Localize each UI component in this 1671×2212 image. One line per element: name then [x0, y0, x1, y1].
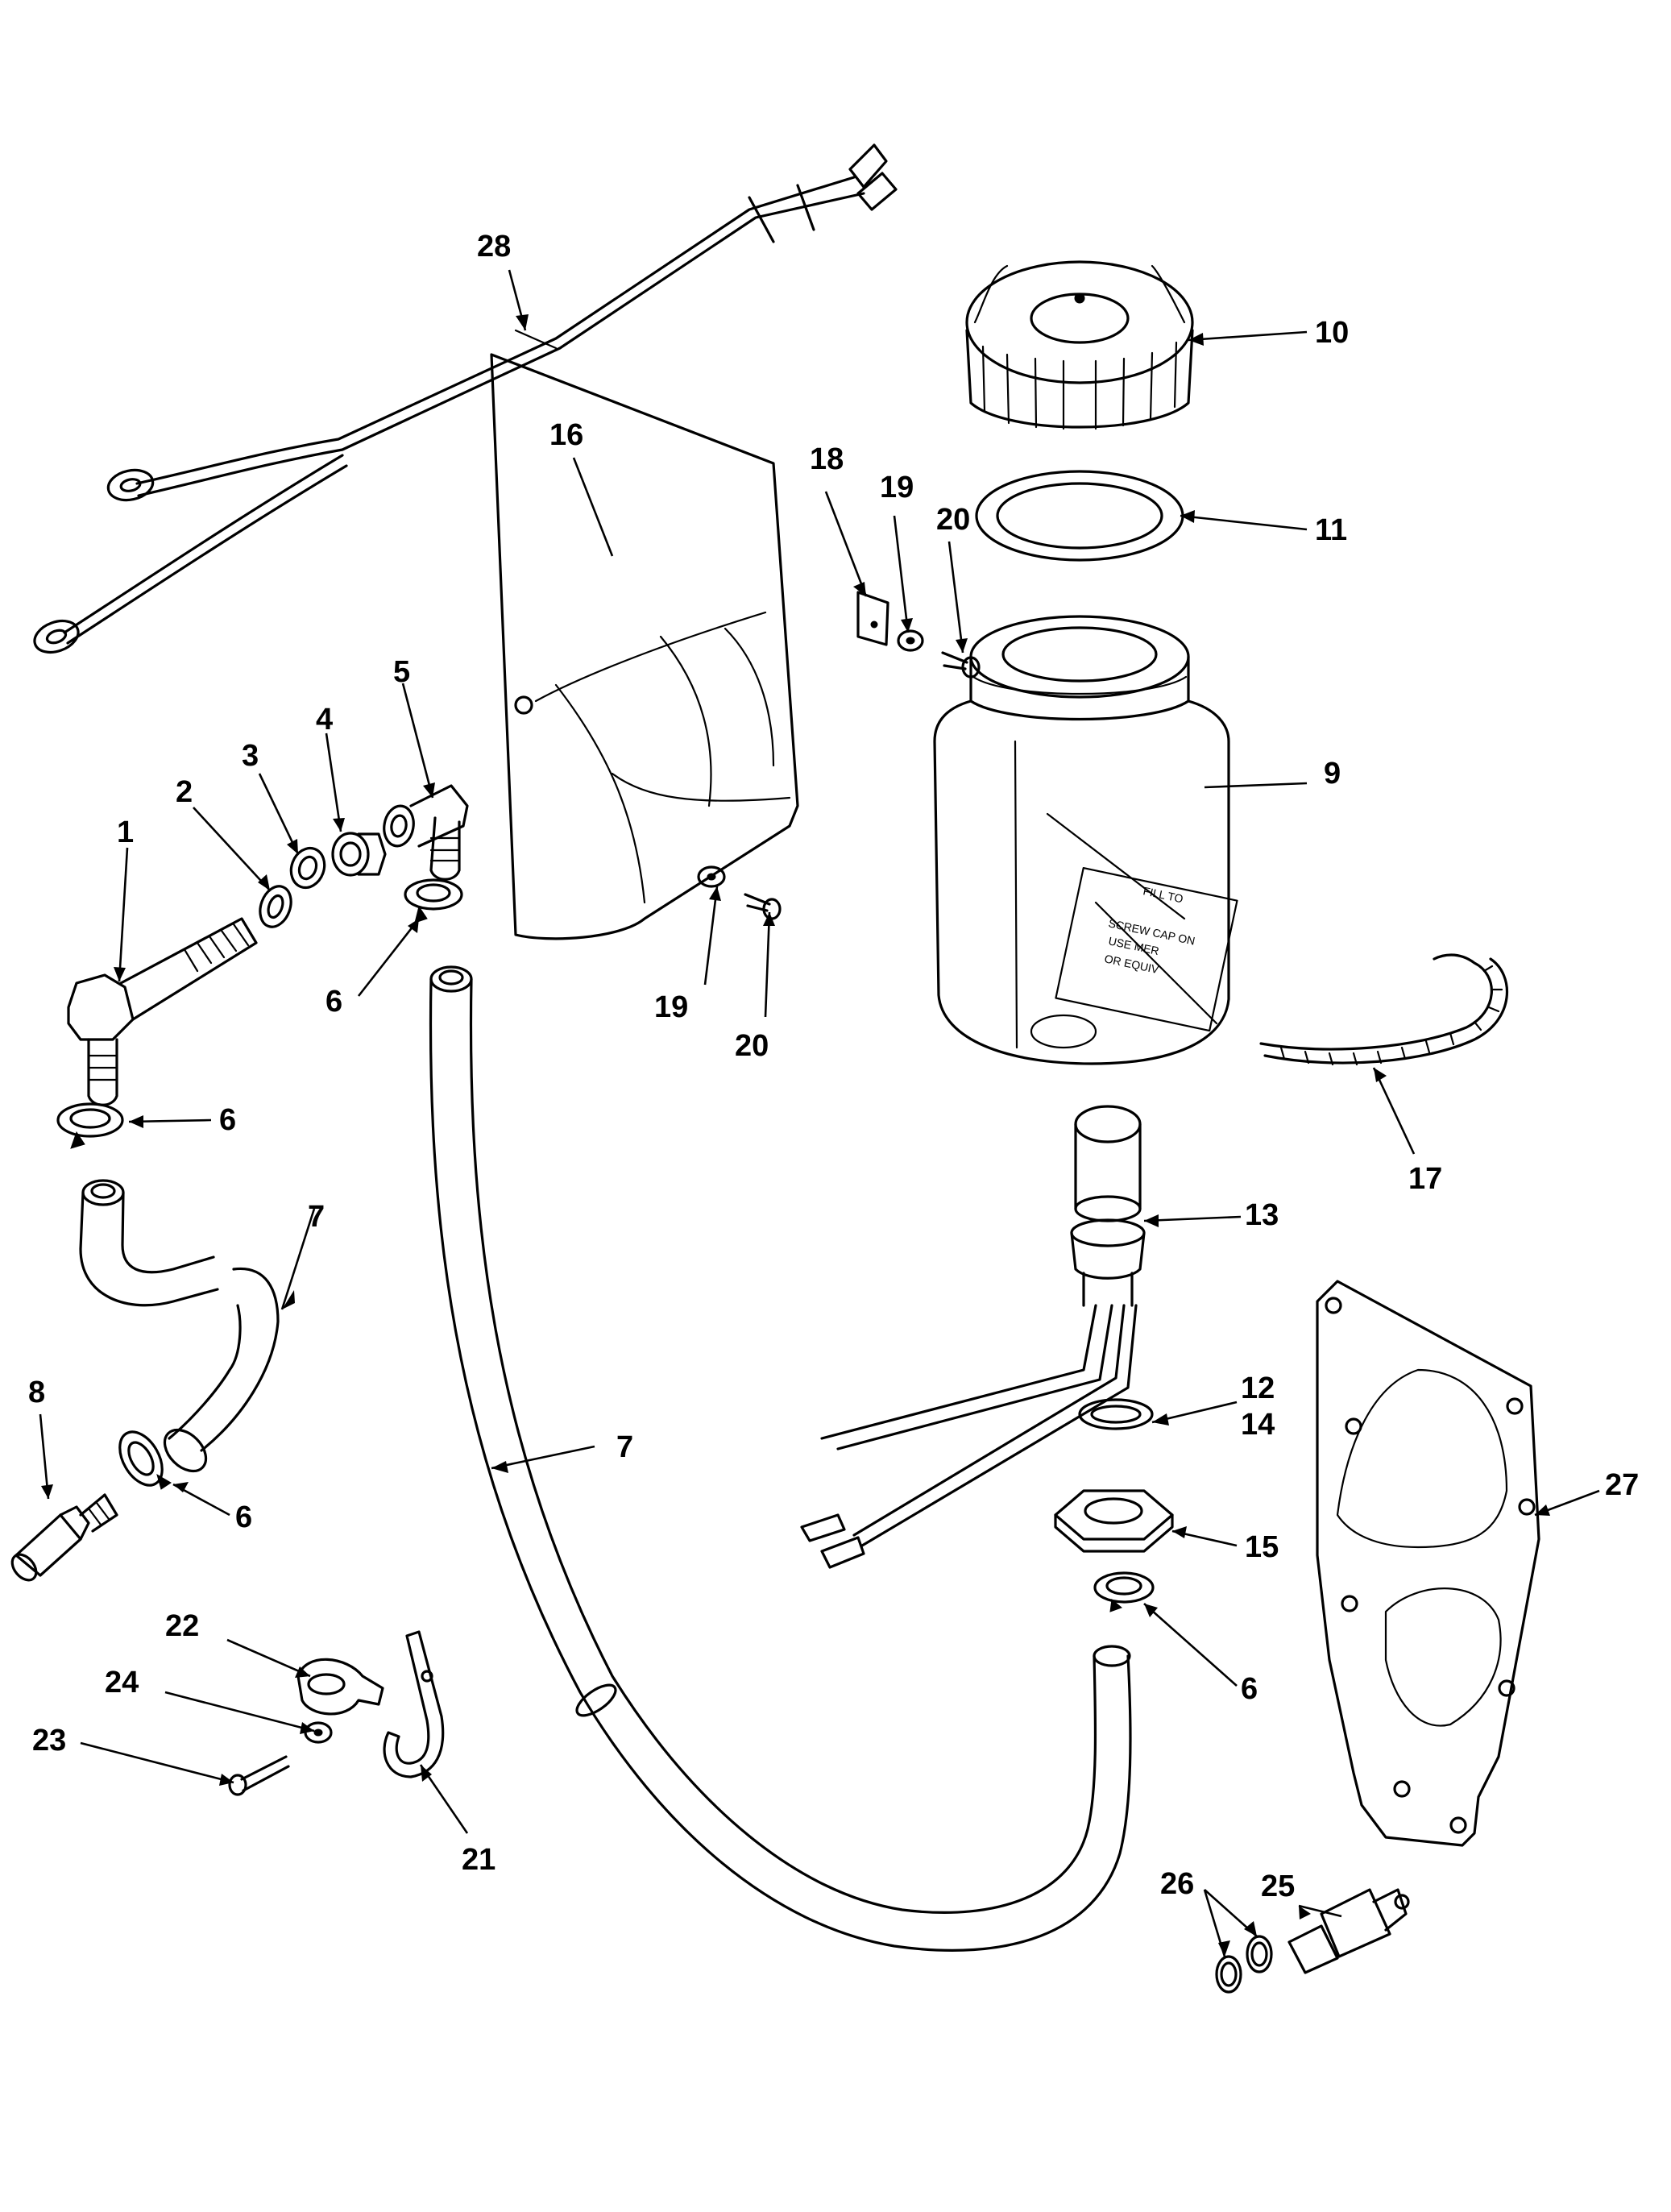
callout-16: 16 — [549, 418, 583, 452]
part-9-reservoir-bottle: FILL TO SCREW CAP ON USE MER OR EQUIV — [933, 615, 1238, 1065]
part-3-washer — [289, 846, 326, 890]
part-7-hose-long — [429, 965, 1132, 1952]
callout-7-a: 7 — [308, 1200, 325, 1234]
callout-4: 4 — [316, 703, 333, 737]
part-6-hose-clamp-d — [1093, 1571, 1155, 1612]
callout-13: 13 — [1245, 1198, 1279, 1232]
part-5-elbow-fitting — [383, 784, 469, 881]
callout-21: 21 — [462, 1843, 495, 1877]
part-6-hose-clamp-c — [118, 1430, 172, 1490]
callout-28: 28 — [477, 230, 511, 264]
part-21-p-clip — [383, 1630, 445, 1778]
callout-9: 9 — [1324, 757, 1341, 791]
callout-6-a: 6 — [325, 985, 342, 1019]
part-8-fitting — [10, 1493, 118, 1582]
part-11-seal-ring — [975, 470, 1184, 562]
part-7-hose-short — [79, 1179, 280, 1473]
callout-6-b: 6 — [219, 1103, 236, 1137]
callout-12: 12 — [1241, 1372, 1275, 1405]
callout-20-lower: 20 — [735, 1029, 769, 1063]
callout-23: 23 — [32, 1724, 66, 1758]
callout-26: 26 — [1160, 1867, 1194, 1901]
callout-8: 8 — [28, 1376, 45, 1409]
callout-10: 10 — [1315, 316, 1349, 350]
part-15-hex-nut — [1054, 1489, 1174, 1553]
callout-18: 18 — [810, 442, 844, 476]
part-19-washer-lower — [697, 865, 726, 888]
part-13-sensor-leads — [800, 1304, 1138, 1569]
part-20-screw-lower — [744, 893, 782, 920]
part-28-wire-harness — [33, 143, 898, 654]
part-20-screw-upper — [941, 651, 981, 679]
part-10-reservoir-cap — [965, 260, 1194, 430]
part-6-hose-clamp-a — [404, 878, 463, 923]
callout-7-b: 7 — [616, 1430, 633, 1464]
leader-lines — [39, 269, 1600, 1957]
callout-11: 11 — [1315, 513, 1347, 547]
part-23-screw — [228, 1755, 290, 1796]
part-13-level-sensor — [1070, 1105, 1146, 1307]
part-2-washer — [259, 885, 292, 928]
part-6-hose-clamp-b — [56, 1102, 124, 1149]
callout-24: 24 — [105, 1666, 139, 1699]
callout-17: 17 — [1408, 1162, 1442, 1196]
part-24-washer — [304, 1721, 333, 1744]
callout-5: 5 — [393, 655, 410, 689]
callout-6-c: 6 — [235, 1500, 252, 1534]
callout-6-d: 6 — [1241, 1672, 1258, 1706]
part-19-washer-upper — [897, 629, 924, 652]
callout-15: 15 — [1245, 1530, 1279, 1564]
part-16-reservoir-bracket — [490, 353, 799, 940]
part-4-nut — [331, 832, 387, 877]
callout-27: 27 — [1605, 1468, 1639, 1502]
part-27-gasket-plate — [1316, 1280, 1540, 1847]
part-26-o-rings — [1215, 1935, 1273, 1994]
part-22-cable-clamp — [296, 1658, 384, 1716]
leader-arrowheads — [41, 314, 1550, 1957]
callout-2: 2 — [176, 775, 193, 809]
callout-22: 22 — [165, 1609, 199, 1643]
callout-25: 25 — [1261, 1870, 1295, 1903]
callout-20-upper: 20 — [936, 503, 970, 537]
callout-1: 1 — [117, 815, 134, 849]
part-18-clip — [856, 591, 889, 646]
callout-numbers: 28 10 11 16 18 19 20 9 5 4 3 2 1 6 6 19 … — [28, 230, 1639, 1903]
callout-14: 14 — [1241, 1408, 1275, 1442]
callout-3: 3 — [242, 739, 259, 773]
part-25-sensor-fitting — [1287, 1888, 1410, 1974]
part-1-banjo-bolt — [67, 917, 258, 1106]
part-17-wire-loom — [1259, 953, 1508, 1066]
callout-19-upper: 19 — [880, 471, 914, 504]
part-12-14-o-ring — [1078, 1398, 1154, 1430]
callout-19-lower: 19 — [654, 990, 688, 1024]
